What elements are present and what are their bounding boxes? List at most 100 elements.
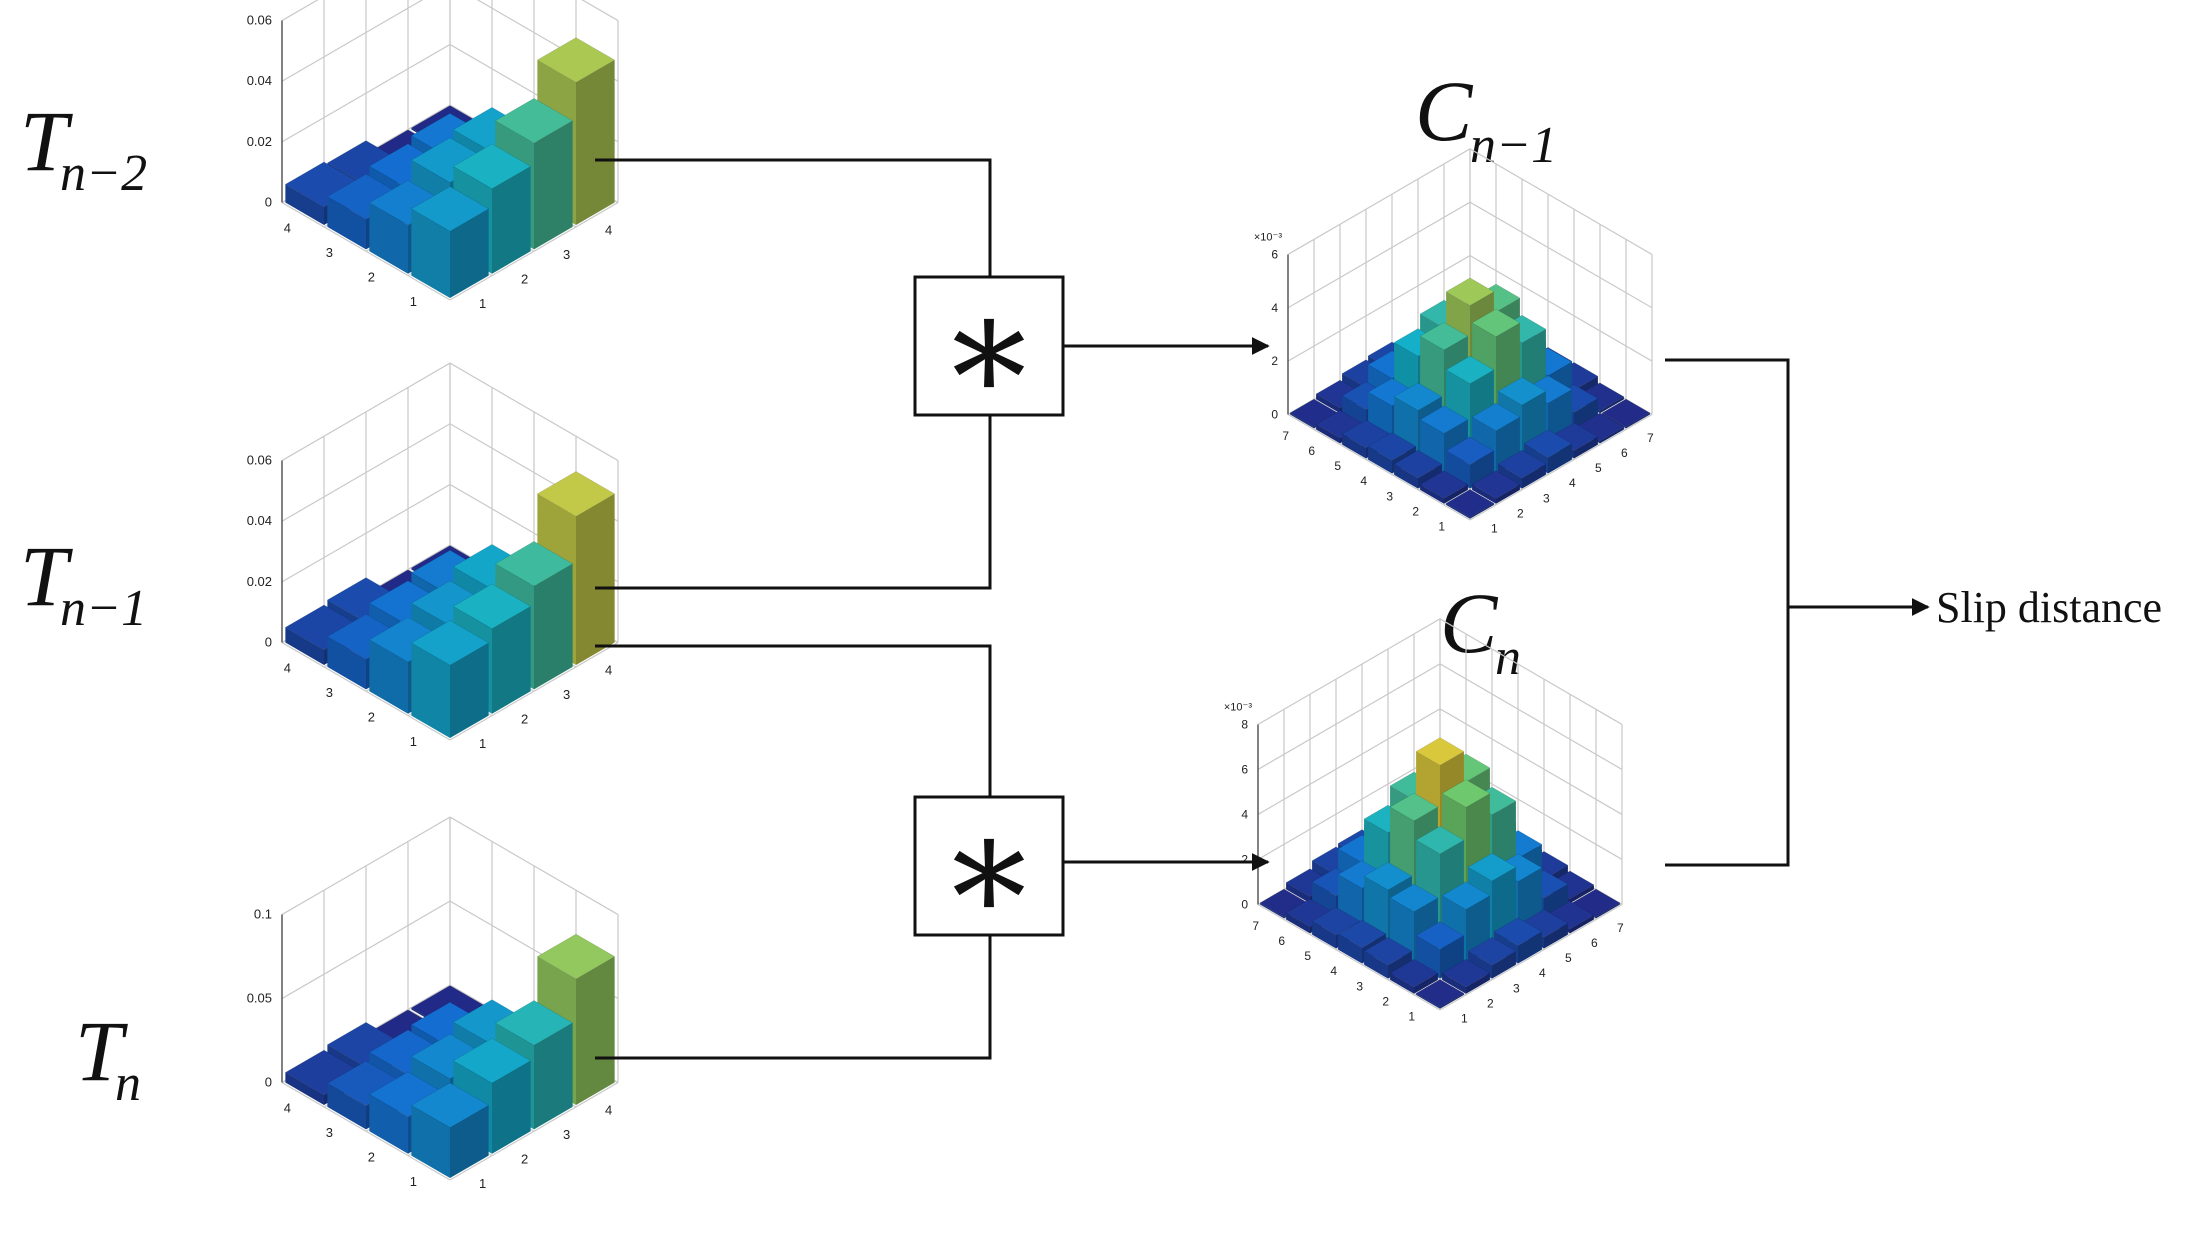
label-T-n: T n	[75, 1003, 141, 1112]
y-tick-label: 3	[1543, 491, 1550, 505]
z-tick-label: 6	[1241, 762, 1248, 776]
bar	[1471, 470, 1521, 504]
plot-bars	[1289, 277, 1651, 519]
x-tick-label: 1	[410, 294, 417, 309]
z-tick-label: 0.04	[247, 73, 272, 88]
connector-lines	[595, 158, 1930, 1060]
y-tick-label: 2	[521, 271, 528, 286]
wire-T-n-1-to-op1	[595, 415, 992, 590]
y-tick-label: 5	[1595, 461, 1602, 475]
y-tick-label: 3	[563, 247, 570, 262]
z-tick-label: 0.05	[247, 991, 272, 1006]
x-tick-label: 2	[1382, 994, 1389, 1008]
wire-C-n-to-merge	[1665, 607, 1790, 867]
x-tick-label: 4	[284, 1101, 291, 1116]
y-tick-label: 2	[1517, 506, 1524, 520]
y-tick-label: 1	[1491, 521, 1498, 535]
z-tick-label: 0	[1271, 407, 1278, 421]
y-tick-label: 1	[479, 736, 486, 751]
label-C-n-1-subscript: n−1	[1470, 117, 1557, 174]
bar	[1415, 979, 1465, 1009]
bar	[1389, 958, 1439, 994]
label-T-n-2: T n−2	[20, 93, 147, 202]
asterisk-icon: ∗	[938, 787, 1040, 953]
label-T-n-2-symbol: T	[20, 93, 73, 189]
x-tick-label: 7	[1252, 919, 1259, 933]
label-T-n-subscript: n	[115, 1055, 141, 1112]
z-tick-label: 0.02	[247, 574, 272, 589]
operator-box-2	[913, 795, 1065, 937]
convolution-operator-2: ∗	[913, 787, 1065, 953]
label-T-n-symbol: T	[75, 1003, 128, 1099]
plot-bars	[284, 933, 616, 1179]
z-tick-label: 0.1	[254, 907, 272, 922]
label-T-n-1-subscript: n−1	[60, 580, 147, 637]
y-tick-label: 4	[605, 223, 612, 238]
z-tick-label: 0	[265, 195, 272, 210]
x-tick-label: 6	[1308, 444, 1315, 458]
y-tick-label: 2	[521, 1151, 528, 1166]
z-tick-label: 2	[1241, 852, 1248, 866]
wire-C-n-1-to-merge	[1665, 358, 1790, 607]
z-tick-label: 0.06	[247, 453, 272, 468]
bar	[1415, 921, 1465, 979]
plot-bars	[284, 37, 616, 299]
y-tick-label: 4	[605, 663, 612, 678]
wire-T-n-to-op2	[595, 935, 992, 1060]
y-tick-label: 2	[521, 711, 528, 726]
z-tick-label: 6	[1271, 247, 1278, 261]
x-tick-label: 5	[1304, 949, 1311, 963]
convolution-operator-1: ∗	[913, 267, 1065, 433]
label-T-n-1-symbol: T	[20, 528, 73, 624]
x-tick-label: 4	[284, 661, 291, 676]
wire-T-n-1-to-op2	[595, 644, 992, 797]
y-tick-label: 4	[1569, 476, 1576, 490]
bar	[410, 620, 490, 739]
bar	[1445, 489, 1495, 519]
x-tick-label: 3	[326, 245, 333, 260]
x-tick-label: 3	[326, 685, 333, 700]
x-tick-label: 1	[1438, 519, 1445, 533]
bar	[1493, 917, 1543, 964]
result-label: Slip distance	[1936, 583, 2162, 632]
z-tick-label: 0.04	[247, 513, 272, 528]
y-tick-label: 7	[1647, 431, 1654, 445]
y-tick-label: 4	[605, 1103, 612, 1118]
x-tick-label: 2	[368, 709, 375, 724]
z-tick-label: 0.02	[247, 134, 272, 149]
x-tick-label: 2	[368, 269, 375, 284]
y-tick-label: 3	[563, 1127, 570, 1142]
label-C-n-symbol: C	[1440, 575, 1499, 671]
x-tick-label: 3	[1386, 489, 1393, 503]
asterisk-icon: ∗	[938, 267, 1040, 433]
y-tick-label: 5	[1565, 951, 1572, 965]
plot-bars	[284, 471, 616, 739]
x-tick-label: 6	[1278, 934, 1285, 948]
y-tick-label: 6	[1591, 936, 1598, 950]
z-exponent-label: ×10⁻³	[1224, 701, 1252, 713]
label-C-n-subscript: n	[1495, 629, 1521, 686]
bar	[1601, 398, 1651, 429]
y-tick-label: 1	[479, 296, 486, 311]
z-tick-label: 0	[265, 1075, 272, 1090]
x-tick-label: 3	[1356, 979, 1363, 993]
z-tick-label: 0	[1241, 897, 1248, 911]
y-tick-label: 1	[1461, 1011, 1468, 1025]
y-tick-label: 4	[1539, 966, 1546, 980]
bar	[1441, 958, 1491, 994]
x-tick-label: 1	[1408, 1009, 1415, 1023]
bar	[1363, 937, 1413, 979]
bar	[1445, 436, 1495, 489]
x-tick-label: 7	[1282, 429, 1289, 443]
z-tick-label: 4	[1271, 301, 1278, 315]
operator-box-1	[913, 275, 1065, 417]
x-tick-label: 4	[1330, 964, 1337, 978]
x-tick-label: 1	[410, 734, 417, 749]
